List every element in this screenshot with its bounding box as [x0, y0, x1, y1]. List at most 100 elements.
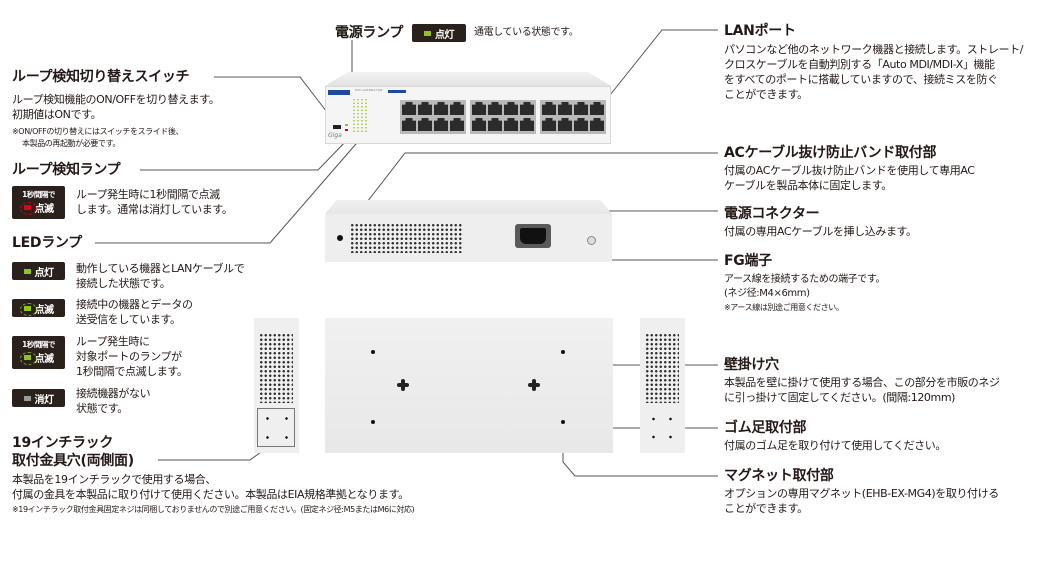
led-off-badge: 消灯 [12, 389, 65, 407]
ac-band-line: 付属のACケーブル抜け防止バンドを使用して専用AC [724, 164, 975, 177]
lan-port[interactable] [590, 118, 604, 131]
switch-rear-view [325, 200, 612, 262]
magnet-line: ことができます。 [724, 502, 808, 515]
port-led-grid [352, 98, 368, 134]
lan-port-line: をすべてのポートに搭載していますので、接続ミスを防ぐ [724, 73, 998, 86]
ac-band-hole [337, 235, 343, 241]
lan-port[interactable] [434, 102, 448, 115]
fg-line: (ネジ径:M4×6mm) [724, 288, 810, 299]
lan-port[interactable] [434, 118, 448, 131]
brand-label [328, 90, 350, 95]
red-blinking-led-icon [19, 202, 37, 215]
green-led-icon [23, 268, 31, 274]
led-loop-badge: 1秒間隔で 点滅 [12, 336, 65, 369]
screw-hole [561, 350, 565, 354]
lan-port[interactable] [472, 118, 486, 131]
loop-switch[interactable] [333, 125, 341, 129]
bottom-view [325, 318, 613, 453]
led-off-line: 接続機器がない [76, 387, 151, 400]
lan-port[interactable] [504, 118, 518, 131]
port-block [400, 100, 466, 134]
ac-band-title: ACケーブル抜け防止バンド取付部 [724, 145, 937, 161]
lan-port[interactable] [574, 102, 588, 115]
leader-loop-lamp [140, 136, 351, 171]
lan-port-title: LANポート [724, 23, 796, 39]
off-led-icon [23, 395, 31, 401]
badge-label: 点灯 [34, 267, 55, 279]
lan-port[interactable] [488, 118, 502, 131]
loop-led [345, 129, 348, 131]
badge-sub-label: 1秒間隔で [22, 190, 55, 199]
lan-port[interactable] [542, 118, 556, 131]
model-label: EHC-G24MN4-HJW [355, 88, 383, 92]
badge-label: 消灯 [34, 394, 55, 406]
power-lamp-badge: 点灯 [412, 24, 466, 42]
lan-port-line: クロスケーブルを自動判別する「Auto MDI/MDI-X」機能 [724, 58, 995, 71]
ac-inlet[interactable] [515, 224, 551, 248]
lan-port[interactable] [472, 102, 486, 115]
wall-mount-line: に引っ掛けて固定してください。(間隔:120mm) [724, 391, 956, 404]
badge-label: 点滅 [34, 354, 55, 365]
power-connector-line: 付属の専用ACケーブルを挿し込みます。 [724, 225, 917, 238]
lan-port[interactable] [590, 102, 604, 115]
rack-title: 19インチラック [12, 435, 114, 451]
loop-switch-title: ループ検知切り替えスイッチ [12, 69, 190, 85]
leader-lan-port [597, 29, 718, 111]
loop-lamp-line: ループ発生時に1秒間隔で点滅 [76, 188, 220, 201]
rubber-feet-title: ゴム足取付部 [724, 420, 807, 436]
fg-line: アース線を接続するための端子です。 [724, 274, 886, 285]
loop-switch-line: 初期値はONです。 [12, 108, 102, 121]
lan-port[interactable] [574, 118, 588, 131]
lan-port[interactable] [558, 118, 572, 131]
led-loop-line: 対象ポートのランプが [76, 350, 182, 363]
logo: Giga [328, 132, 342, 139]
lan-port[interactable] [558, 102, 572, 115]
rack-line: 本製品を19インチラックで使用する場合、 [12, 473, 216, 486]
ac-band-line: ケーブルを製品本体に固定します。 [724, 179, 892, 192]
lan-ports [400, 100, 608, 134]
lan-port[interactable] [418, 102, 432, 115]
fg-note: ※アース線は別途ご用意ください。 [724, 303, 844, 312]
power-connector-title: 電源コネクター [724, 206, 820, 222]
led-loop-line: 1秒間隔で点滅します。 [76, 365, 188, 378]
wall-mount-line: 本製品を壁に掛けて使用する場合、この部分を市販のネジ [724, 376, 1000, 389]
lan-port[interactable] [402, 102, 416, 115]
wall-mount-title: 壁掛け穴 [724, 357, 779, 373]
leader-loop-switch [214, 76, 334, 121]
rack-mount-holes-right [645, 410, 679, 446]
rear-vent [350, 223, 462, 253]
lan-port-line: パソコンなど他のネットワーク機器と接続します。ストレート/ [724, 43, 1024, 56]
rack-line: 付属の金具を本製品に取り付けて使用ください。本製品はEIA規格準拠となります。 [12, 488, 409, 501]
lan-port[interactable] [402, 118, 416, 131]
led-on-line: 動作している機器とLANケーブルで [76, 262, 245, 275]
lan-port[interactable] [520, 102, 534, 115]
rack-mount-holes-left [257, 408, 295, 447]
lan-port[interactable] [488, 102, 502, 115]
lan-port[interactable] [450, 118, 464, 131]
lan-port[interactable] [450, 102, 464, 115]
green-led-icon [424, 30, 431, 36]
lan-port[interactable] [504, 102, 518, 115]
port-block [540, 100, 606, 134]
power-lamp-title: 電源ランプ [335, 25, 404, 41]
led-on-badge: 点灯 [12, 262, 65, 280]
wall-mount-hole [397, 379, 409, 391]
lan-port[interactable] [520, 118, 534, 131]
left-side-view [254, 318, 299, 453]
led-on-line: 接続した状態です。 [76, 277, 171, 290]
lan-port[interactable] [542, 102, 556, 115]
magnet-line: オプションの専用マグネット(EHB-EX-MG4)を取り付ける [724, 487, 999, 500]
led-lamp-title: LEDランプ [12, 235, 82, 251]
loop-switch-line: ループ検知機能のON/OFFを切り替えます。 [12, 93, 220, 106]
loop-lamp-title: ループ検知ランプ [12, 162, 121, 178]
led-loop-line: ループ発生時に [76, 335, 150, 348]
badge-label: 点滅 [34, 204, 55, 215]
rack-title: 取付金具穴(両側面) [12, 453, 134, 469]
rubber-feet-line: 付属のゴム足を取り付けて使用してください。 [724, 439, 946, 452]
power-led [345, 124, 348, 126]
fg-title: FG端子 [724, 253, 772, 269]
lan-port[interactable] [418, 118, 432, 131]
loop-switch-note: ※ON/OFFの切り替えにはスイッチをスライド後、 [12, 127, 184, 136]
fg-terminal[interactable] [587, 236, 596, 245]
port-block [470, 100, 536, 134]
